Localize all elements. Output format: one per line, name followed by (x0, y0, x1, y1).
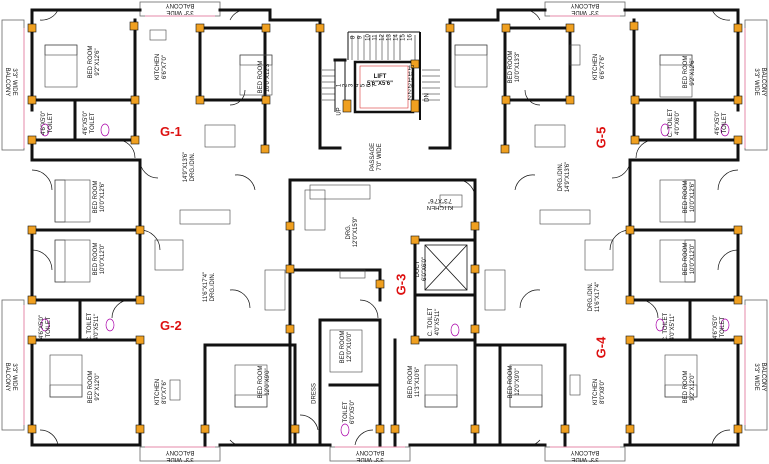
stair-up-label: UP (336, 107, 343, 116)
stair-num: 8 (350, 35, 357, 40)
stair-num: 19 (407, 78, 415, 84)
stair-num: 17 (407, 66, 415, 72)
stair-down-label: DN (424, 93, 431, 102)
room-toilet-g5: 4'6"X5'0"TOILET (715, 111, 728, 135)
room-drg-g4: DRG./DIN.11'6"X17'4" (588, 281, 601, 313)
door-swings (31, 9, 739, 447)
stair-num: 11 (372, 34, 379, 41)
furniture (44, 29, 698, 408)
room-drg-g2: 11'6"X17'4"DRG./DIN. (203, 271, 216, 303)
unit-label-g3: G-3 (393, 273, 409, 296)
room-toilet-g4: 4'6"X5'0"TOILET (713, 315, 726, 339)
unit-label-g2: G-2 (160, 318, 182, 333)
stair-num: 18 (407, 72, 415, 78)
stair-num: 21 (407, 90, 415, 96)
unit-label-g5: G-5 (593, 126, 609, 149)
stair-num: 14 (393, 34, 400, 41)
stair-num: 20 (407, 84, 415, 90)
columns (27, 21, 743, 434)
stair-num: 13 (386, 34, 393, 41)
room-toilet-g2: 4'6"X5'0"TOILET (39, 315, 52, 339)
room-drg-g5: DRG./DIN.14'9"X13'6" (558, 161, 571, 193)
stair-numbers-right: 17 18 19 20 21 22 (405, 66, 419, 102)
stair-num: 22 (407, 96, 415, 102)
room-dress: DRESS (311, 383, 318, 404)
room-toilet-g1-b: 4'6"X5'0"TOILET (83, 111, 96, 135)
room-drg-g3: DRG.12'0"X15'9" (346, 216, 359, 248)
toilet-fixtures (40, 123, 730, 437)
lift-car (359, 65, 409, 109)
stair-numbers-top: 8 9 10 11 12 13 14 15 16 (350, 28, 420, 58)
unit-label-g1: G-1 (160, 124, 182, 139)
stair-treads (322, 35, 440, 101)
room-drg-g1: 14'9"X13'6"DRG./DIN. (183, 151, 196, 183)
stair-num: 10 (365, 34, 372, 41)
stair-num: 12 (379, 34, 386, 41)
unit-label-g4: G-4 (593, 336, 609, 359)
stair-numbers-left: 1 2 3 4 5 6 7 (337, 78, 390, 98)
stair-num: 15 (400, 34, 407, 41)
stair-num: 16 (407, 34, 414, 41)
stair-num: 7 (372, 83, 379, 88)
stair-num: 9 (357, 35, 364, 40)
duct-shaft (424, 244, 468, 291)
room-toilet-g1-a: 4'6"X5'0"TOILET (41, 111, 54, 135)
